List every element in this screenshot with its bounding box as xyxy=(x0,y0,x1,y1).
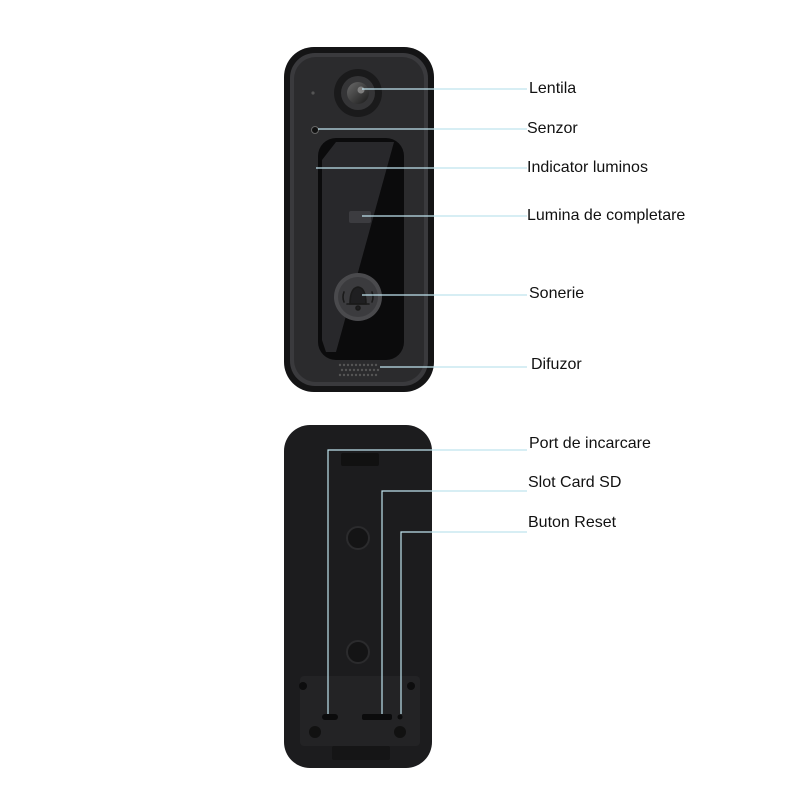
reset-button-hole xyxy=(397,714,403,720)
bell-icon xyxy=(342,286,374,311)
bottom-tab xyxy=(332,746,390,760)
microphone-dot xyxy=(311,91,315,95)
screw-hole-bottom xyxy=(346,640,370,664)
foot-right xyxy=(394,726,406,738)
sensor-dot xyxy=(311,126,319,134)
bottom-recess xyxy=(300,676,420,746)
leader-sd-slot xyxy=(381,490,527,714)
back-view xyxy=(284,425,432,768)
label-indicator: Indicator luminos xyxy=(527,159,648,176)
leader-reset-button xyxy=(400,531,527,714)
label-sd-slot: Slot Card SD xyxy=(528,474,622,491)
leader-charging-port xyxy=(327,449,527,714)
front-leader-lines xyxy=(316,88,527,368)
small-hole-left xyxy=(299,682,307,690)
foot-left xyxy=(309,726,321,738)
label-doorbell: Sonerie xyxy=(529,285,585,302)
charging-port-opening xyxy=(322,714,338,720)
sd-slot-opening xyxy=(362,714,392,720)
fill-light-window xyxy=(349,211,371,223)
label-speaker: Difuzor xyxy=(531,356,582,373)
label-reset-button: Buton Reset xyxy=(528,514,617,531)
top-slot xyxy=(341,453,379,466)
front-view xyxy=(284,47,434,392)
label-fill-light: Lumina de completare xyxy=(527,207,686,224)
back-leader-lines xyxy=(327,449,527,714)
lens-reflection xyxy=(357,86,365,94)
small-hole-right xyxy=(407,682,415,690)
label-sensor: Senzor xyxy=(527,120,578,137)
speaker-grille xyxy=(338,363,380,377)
label-lens: Lentila xyxy=(529,80,577,97)
label-charging-port: Port de incarcare xyxy=(529,435,651,452)
screw-hole-top xyxy=(346,526,370,550)
lens-glass xyxy=(347,82,369,104)
